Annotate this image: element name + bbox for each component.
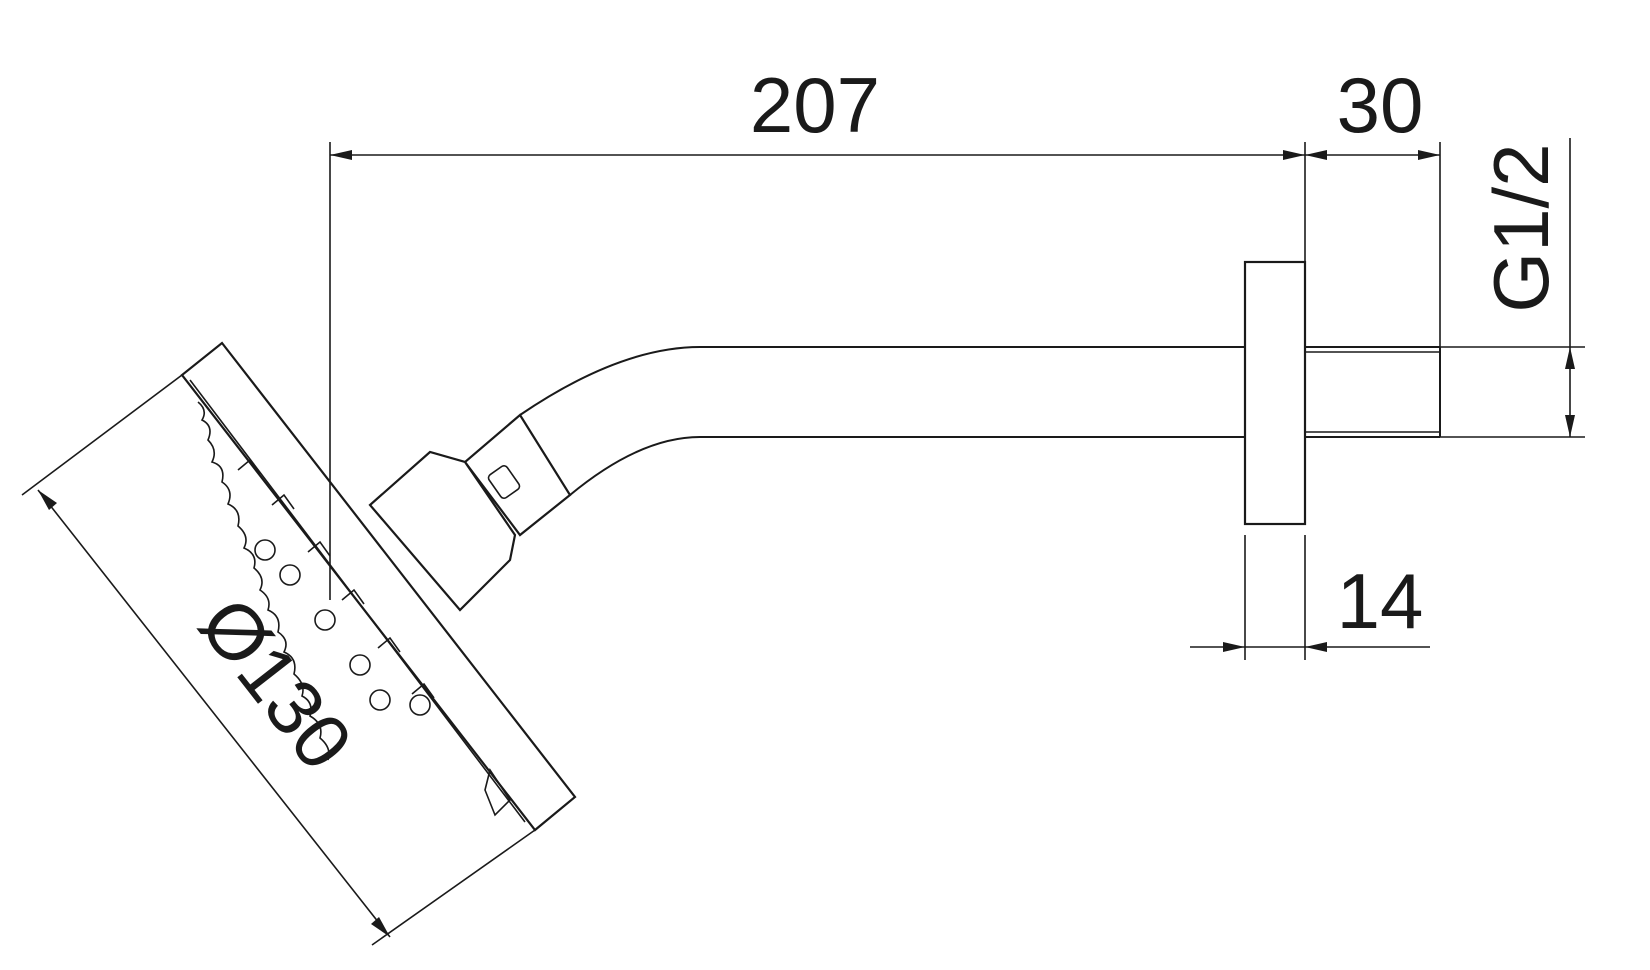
dimension-thread-length-label: 30 xyxy=(1337,61,1424,149)
dimension-head-diameter xyxy=(21,374,536,946)
dimension-arm-length xyxy=(329,142,1306,600)
dimension-thread-length xyxy=(1305,142,1441,347)
threaded-connector xyxy=(1305,346,1441,438)
dimension-flange-thickness xyxy=(1190,535,1430,660)
dimension-arm-length-label: 207 xyxy=(750,61,880,149)
shower-head xyxy=(180,341,577,832)
dimension-thread-size xyxy=(1440,138,1585,438)
dimension-thread-size-label: G1/2 xyxy=(1477,143,1565,312)
dimension-head-diameter-label: Ø130 xyxy=(183,581,370,786)
shower-arm-tube xyxy=(519,346,1245,496)
wall-flange xyxy=(1243,260,1307,526)
ball-joint xyxy=(463,413,572,537)
dimension-flange-thickness-label: 14 xyxy=(1337,557,1424,645)
